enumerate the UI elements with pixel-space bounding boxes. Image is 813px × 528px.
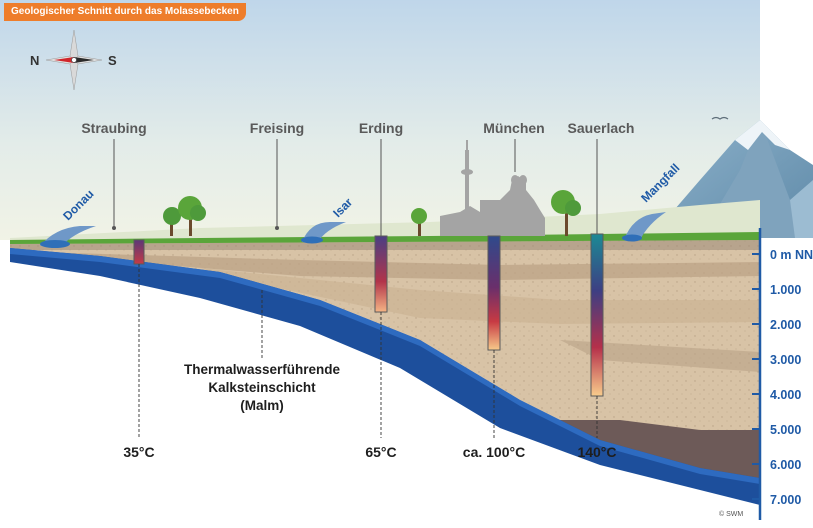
malm-label-line1: Thermalwasserführende (184, 362, 341, 377)
title-badge: Geologischer Schnitt durch das Molassebe… (4, 3, 246, 21)
place-muenchen: München (483, 120, 544, 136)
river-mangfall (622, 212, 666, 242)
temperature-sauerlach: 140°C (577, 444, 616, 460)
place-straubing: Straubing (81, 120, 146, 136)
temperature-straubing: 35°C (123, 444, 154, 460)
temperature-muenchen: ca. 100°C (463, 444, 525, 460)
malm-label-line2: Kalksteinschicht (208, 380, 316, 395)
tree-group-1 (163, 196, 206, 236)
freising-marker (275, 226, 279, 230)
place-sauerlach: Sauerlach (568, 120, 635, 136)
munich-skyline (440, 140, 545, 236)
depth-label-4: 4.000 (770, 388, 801, 402)
depth-scale: 0 m NN 1.000 2.000 3.000 4.000 5.000 6.0… (752, 228, 813, 520)
depth-label-7: 7.000 (770, 493, 801, 507)
temperature-erding: 65°C (365, 444, 396, 460)
river-donau (40, 226, 96, 248)
sediment-texture (10, 236, 760, 478)
layer-band-2 (40, 252, 760, 280)
bird-icon (711, 116, 729, 120)
straubing-marker (112, 226, 116, 230)
layer-band-4 (560, 340, 760, 372)
sky (0, 0, 760, 240)
terrain-background (10, 200, 760, 242)
compass-south-label: S (108, 53, 117, 68)
well-sauerlach (590, 233, 604, 397)
compass-north-label: N (30, 53, 39, 68)
place-freising: Freising (250, 120, 304, 136)
depth-label-2: 2.000 (770, 318, 801, 332)
place-leader-lines (113, 139, 598, 236)
tree-2 (411, 208, 427, 236)
depth-label-6: 6.000 (770, 458, 801, 472)
depth-label-3: 3.000 (770, 353, 801, 367)
place-erding: Erding (359, 120, 403, 136)
depth-label-5: 5.000 (770, 423, 801, 437)
temperature-leader-lines (138, 264, 598, 438)
well-erding (374, 235, 388, 313)
river-isar (301, 222, 346, 244)
malm-label-line3: (Malm) (240, 398, 284, 413)
well-straubing (133, 239, 145, 265)
depth-label-1: 1.000 (770, 283, 801, 297)
malm-limestone-layer (10, 248, 760, 505)
compass-icon (45, 29, 103, 91)
layer-band-3 (200, 268, 760, 324)
tree-group-3 (551, 190, 581, 236)
well-muenchen (487, 235, 501, 351)
depth-label-0: 0 m NN (770, 248, 813, 262)
credit: © SWM (719, 511, 744, 518)
